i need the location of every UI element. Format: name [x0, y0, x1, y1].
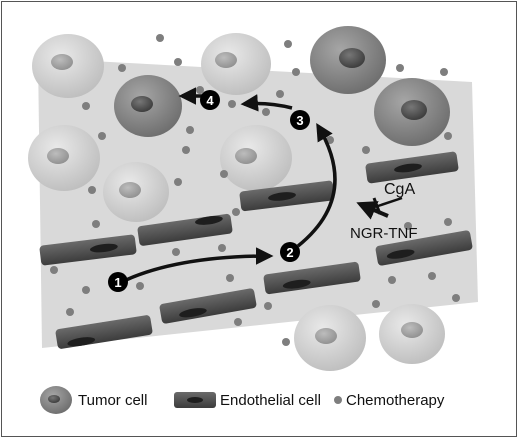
ngr-tnf-arrow — [356, 201, 389, 220]
tumor-cell — [294, 305, 366, 371]
mechanism-diagram: 1 2 3 4 CgA NGR-TNF — [28, 26, 478, 371]
legend-endothelial-cell-icon — [174, 392, 216, 408]
endothelial-cell — [137, 213, 233, 246]
svg-text:4: 4 — [206, 93, 214, 108]
endothelial-cell — [365, 151, 459, 184]
endothelial-cell — [239, 180, 335, 212]
arrow-step-2-to-3 — [296, 122, 337, 248]
endothelial-cell — [55, 315, 153, 349]
svg-text:3: 3 — [296, 113, 303, 128]
legend-endothelial-cell-label: Endothelial cell — [220, 392, 321, 409]
tumor-cell — [374, 78, 450, 146]
cga-label: CgA — [384, 181, 415, 198]
endothelial-cell — [263, 261, 361, 295]
tumor-cell — [220, 125, 292, 191]
step-marker-2: 2 — [280, 242, 300, 262]
cga-inhibition-line — [377, 196, 403, 208]
tumor-cell — [114, 75, 182, 137]
svg-text:2: 2 — [286, 245, 293, 260]
tumor-cell — [32, 34, 104, 98]
legend-chemotherapy-label: Chemotherapy — [346, 392, 445, 409]
tumor-cell — [103, 162, 169, 222]
step-marker-4: 4 — [200, 90, 220, 110]
legend-chemotherapy-icon — [334, 396, 342, 404]
svg-text:1: 1 — [114, 275, 121, 290]
legend-swatches — [40, 386, 342, 414]
endothelial-cell — [375, 230, 473, 266]
cga-inhibition-bar — [372, 197, 382, 215]
tumor-cell — [201, 33, 271, 95]
step-marker-1: 1 — [108, 272, 128, 292]
tumor-cell — [310, 26, 386, 94]
arrow-step-3-to-4 — [240, 94, 293, 112]
arrow-step-1-to-2 — [125, 247, 274, 282]
endothelial-cell — [159, 288, 257, 324]
tumor-cell — [28, 125, 100, 191]
legend-tumor-cell-label: Tumor cell — [78, 392, 148, 409]
endothelial-cell — [39, 234, 137, 266]
step-marker-3: 3 — [290, 110, 310, 130]
tumor-cell — [379, 304, 445, 364]
legend: Tumor cell Endothelial cell Chemotherapy — [40, 380, 510, 420]
legend-tumor-cell-icon — [40, 386, 72, 414]
ngr-tnf-label: NGR-TNF — [350, 225, 418, 242]
